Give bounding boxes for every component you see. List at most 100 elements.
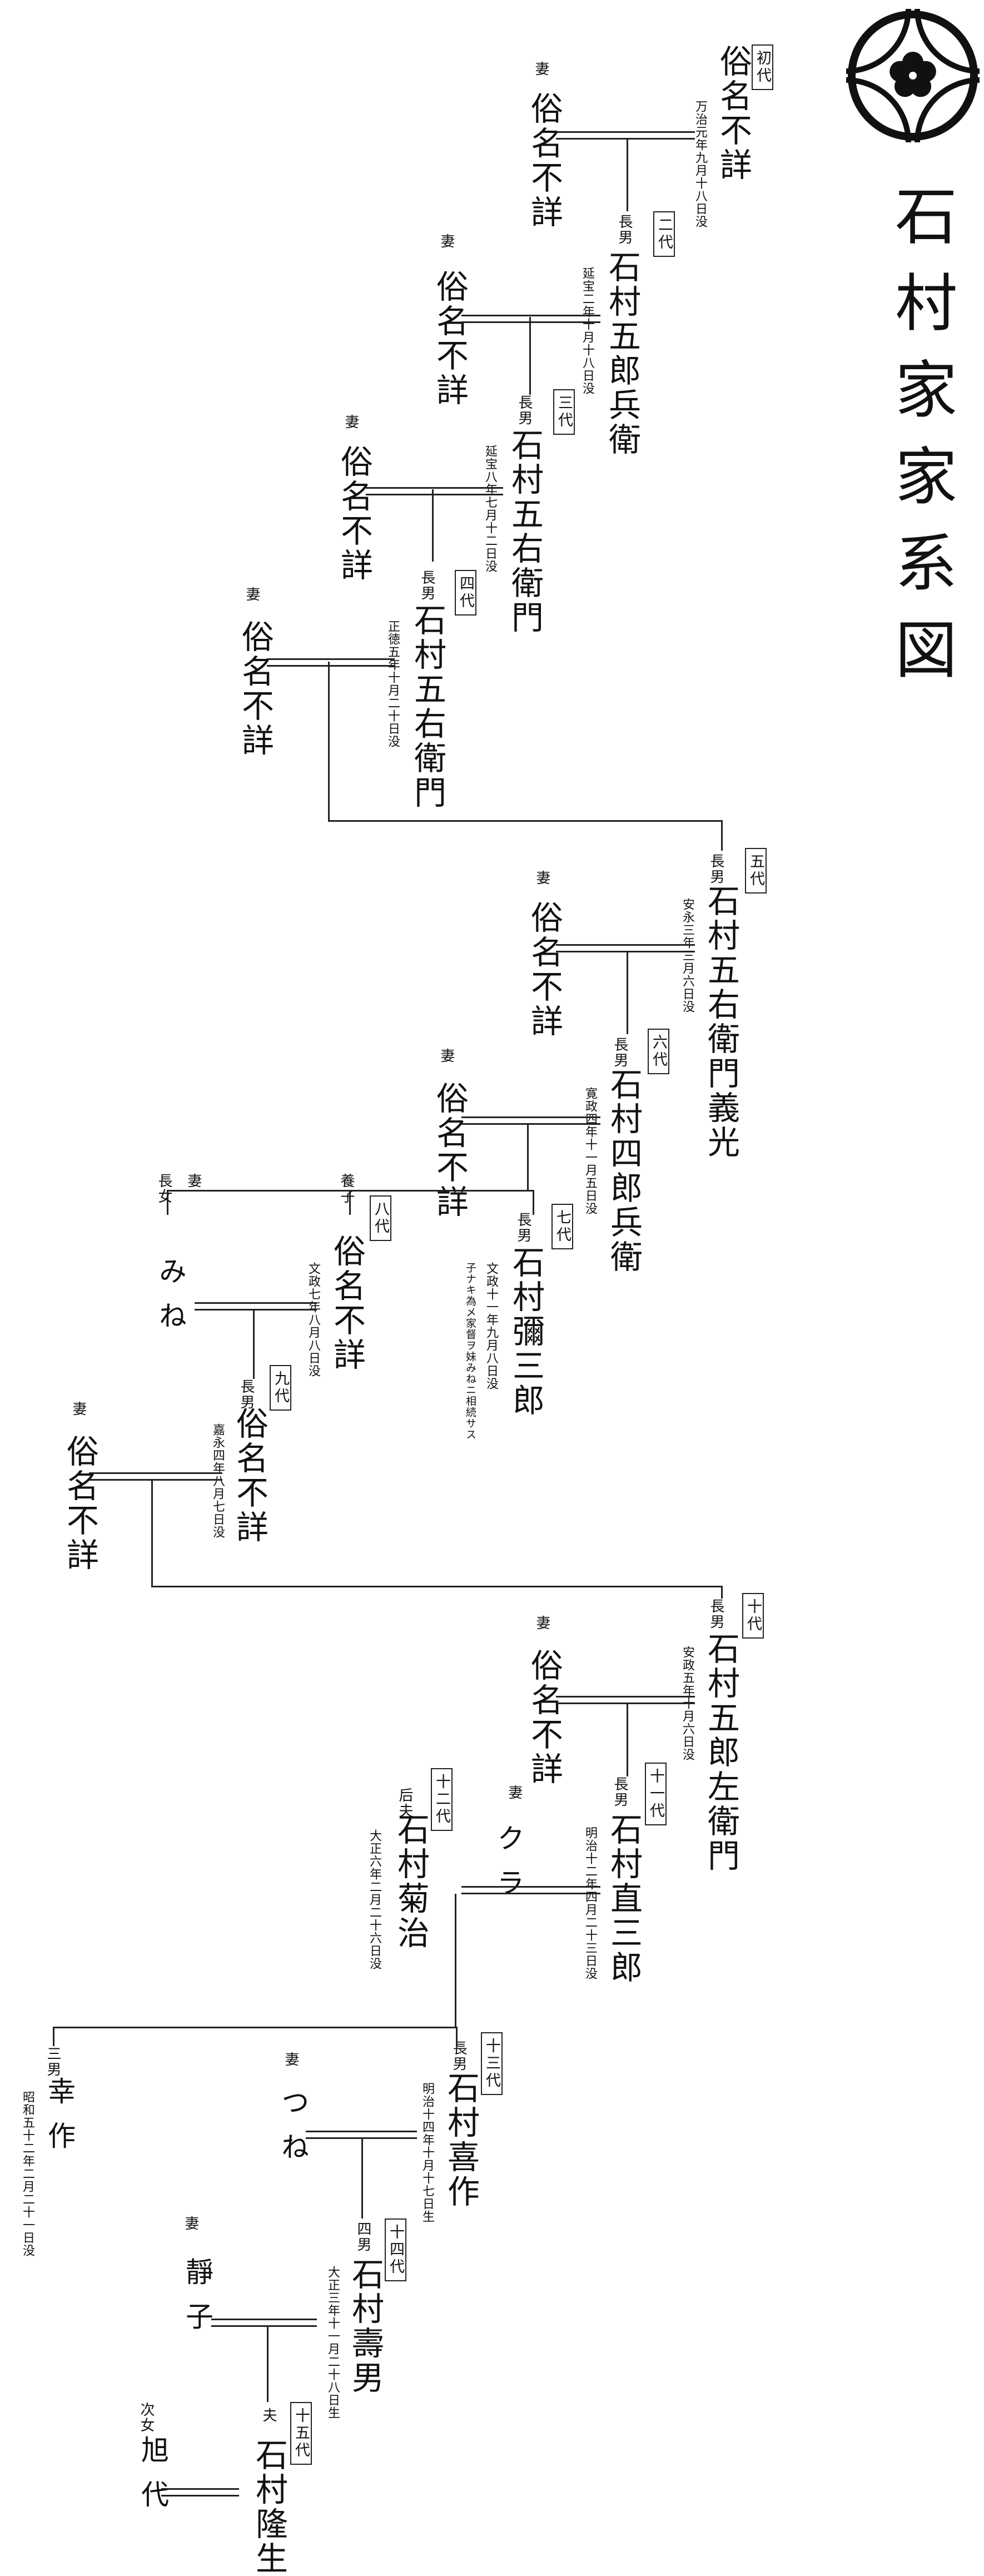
spouse-relation-label: 妻: [185, 1173, 202, 1189]
spouse-name: 俗名不詳: [525, 901, 563, 1039]
page-title: 石村家家系図: [884, 183, 957, 704]
spouse-relation-label: 妻: [438, 234, 455, 249]
spouse-name: 俗名不詳: [525, 92, 563, 230]
sibling-bar: [349, 1190, 351, 1215]
spouse-relation-label: 妻: [282, 2052, 299, 2067]
descent-line: [455, 1894, 456, 2027]
spouse-relation-label: 妻: [438, 1048, 455, 1064]
life-date: 明治十二年四月二十三日没: [583, 1826, 597, 1980]
descent-line: [627, 1704, 628, 1776]
generation-badge: 五代: [745, 848, 767, 894]
generation-badge: 十三代: [481, 2032, 503, 2095]
relation-label: 長男: [516, 395, 533, 426]
descent-line: [328, 662, 330, 820]
person-name: 俗名不詳: [328, 1234, 366, 1372]
descent-line: [267, 2326, 269, 2402]
person-name: 石村直三郎: [605, 1813, 643, 1985]
spouse-relation-label: 妻: [534, 870, 550, 886]
generation-badge: 四代: [455, 570, 476, 616]
spouse-name: 俗名不詳: [431, 1081, 469, 1219]
descent-line: [627, 952, 628, 1034]
marriage-line: [306, 2137, 417, 2139]
spouse-relation-label: 長女: [156, 1173, 172, 1204]
relation-label: 長男: [708, 1599, 724, 1630]
person-name: 石村喜作: [442, 2071, 480, 2209]
marriage-line: [556, 1696, 695, 1698]
spouse-relation-label: 妻: [243, 587, 260, 602]
marriage-line: [461, 1123, 600, 1125]
life-date: 文政十一年九月八日没: [484, 1262, 498, 1390]
marriage-line: [461, 1886, 600, 1888]
descent-line: [253, 1310, 255, 1379]
spouse-name: 俗名不詳: [236, 620, 274, 758]
branch-line: [721, 820, 723, 851]
generation-badge: 十代: [742, 1593, 764, 1639]
spouse-name: 俗名不詳: [61, 1435, 99, 1572]
descent-line: [627, 139, 628, 211]
relation-label: 長男: [612, 1776, 628, 1808]
relation-label: 長男: [238, 1379, 255, 1410]
spouse-relation-label: 妻: [70, 1401, 87, 1417]
generation-badge: 十四代: [385, 2218, 406, 2281]
life-date: 延宝二年十月十八日没: [580, 267, 594, 395]
person-name: 俗名不詳: [231, 1407, 269, 1545]
person-name: 石村五郎兵衛: [603, 250, 641, 457]
spouse-name: つね: [277, 2088, 309, 2177]
life-date: 大正三年十一月二十八日生: [326, 2266, 340, 2419]
relation-label: 三男: [44, 2046, 61, 2077]
generation-badge: 三代: [553, 389, 575, 435]
generation-badge: 八代: [370, 1195, 391, 1241]
marriage-line: [195, 1302, 317, 1304]
person-name: 石村彌三郎: [507, 1245, 545, 1418]
person-name: 石村隆生: [250, 2438, 288, 2576]
descent-line: [527, 1124, 529, 1190]
marriage-line: [461, 1116, 600, 1118]
marriage-line: [461, 1893, 600, 1894]
generation-badge: 九代: [270, 1365, 291, 1411]
person-name: 石村壽男: [346, 2257, 384, 2395]
marriage-line: [195, 1309, 317, 1311]
marriage-line: [461, 321, 600, 323]
generation-badge: 初代: [752, 44, 773, 90]
relation-label: 長男: [708, 853, 724, 885]
life-date: 文政七年八月八日没: [306, 1262, 320, 1377]
sibling-bar: [53, 2027, 456, 2028]
spouse-relation-label: 妻: [182, 2216, 199, 2231]
spouse-relation-label: 妻: [506, 1785, 523, 1800]
generation-badge: 六代: [648, 1029, 669, 1074]
spouse-name: 俗名不詳: [335, 445, 373, 583]
marriage-line: [267, 665, 395, 667]
descent-line: [151, 1479, 153, 1586]
marriage-line: [366, 487, 503, 489]
branch-line: [151, 1586, 723, 1587]
spouse-name: 俗名不詳: [431, 270, 469, 408]
sibling-bar: [53, 2027, 54, 2046]
life-date: 寛政四年十一月五日没: [583, 1087, 597, 1215]
life-date: 嘉永四年八月七日没: [211, 1423, 225, 1538]
succession-note: 子ナキ為メ家督ヲ妹みねニ相続サス: [464, 1262, 476, 1440]
relation-label: 長男: [515, 1212, 531, 1243]
marriage-line: [89, 1479, 222, 1481]
life-date: 正徳五年十月二十日没: [386, 620, 400, 748]
marriage-line: [556, 944, 695, 946]
person-name: 石村五郎左衛門: [702, 1632, 740, 1873]
marriage-line: [211, 2325, 317, 2327]
spouse-name: クラ: [493, 1824, 525, 1913]
sibling-bar: [533, 1190, 534, 1215]
marriage-line: [556, 1703, 695, 1704]
relation-label: 四男: [355, 2221, 371, 2252]
marriage-line: [89, 1472, 222, 1474]
generation-badge: 十一代: [645, 1763, 667, 1825]
life-date: 昭和五十二年二月二十一日没: [21, 2091, 34, 2257]
spouse-name: 靜子: [181, 2257, 213, 2346]
relation-label: 長男: [616, 214, 633, 245]
person-name: 俗名不詳: [714, 44, 752, 182]
marriage-line: [556, 131, 695, 133]
generation-badge: 二代: [653, 211, 675, 257]
marriage-line: [161, 2488, 239, 2490]
spouse-relation-label: 妻: [533, 61, 549, 77]
relation-label: 養子: [338, 1173, 355, 1204]
marriage-line: [211, 2319, 317, 2320]
marriage-line: [306, 2131, 417, 2132]
